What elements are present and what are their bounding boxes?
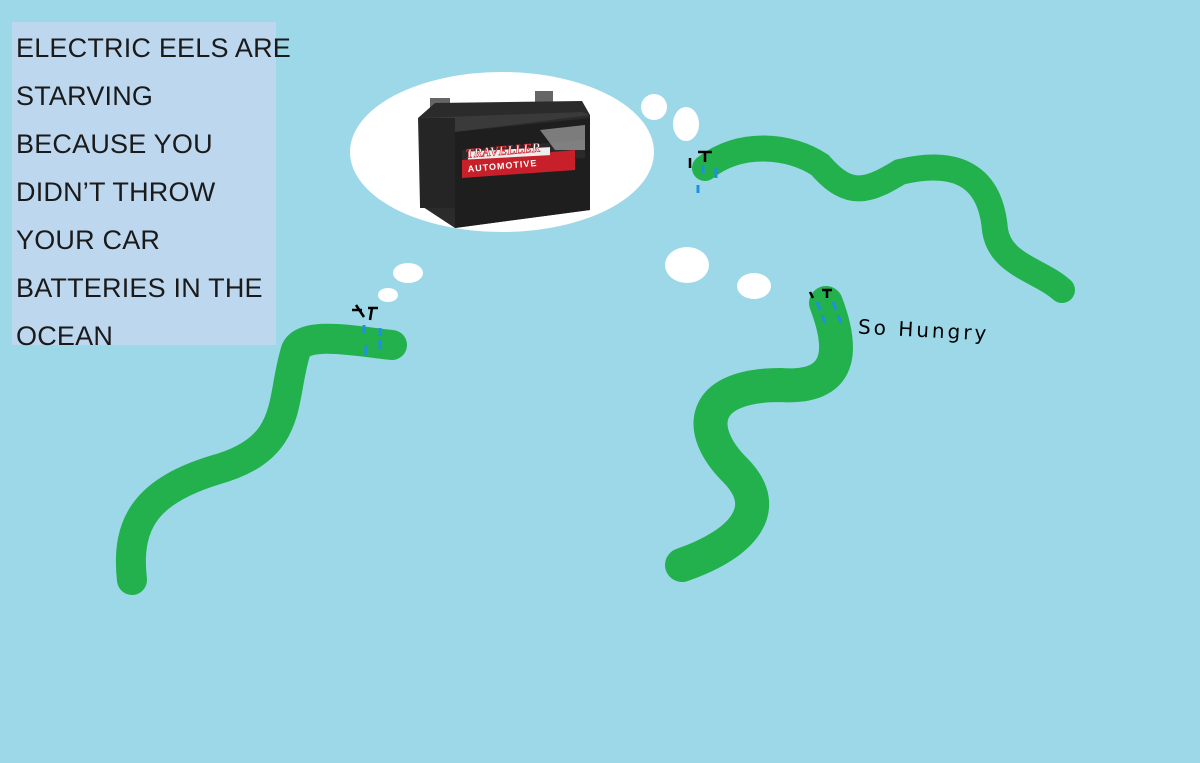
tears-icon <box>815 301 843 324</box>
eel-eyes <box>688 150 712 168</box>
caption-line: DIDN’T THROW <box>16 177 216 207</box>
car-battery-image: TRAVELLER AUTOMOTIVE <box>418 91 590 228</box>
eel-eyes <box>352 304 378 321</box>
tears-icon <box>362 325 382 355</box>
eel-left <box>115 304 407 595</box>
caption-line: ELECTRIC EELS ARE <box>16 33 291 63</box>
caption-line: YOUR CAR <box>16 225 161 255</box>
eel-eyes <box>808 288 832 299</box>
caption-line: BECAUSE YOU <box>16 129 213 159</box>
eel-top-right <box>688 135 1075 303</box>
caption-line: OCEAN <box>16 321 114 351</box>
eel-bottom-right <box>665 286 854 582</box>
caption-box: ELECTRIC EELS ARE STARVING BECAUSE YOU D… <box>12 22 291 351</box>
tears-icon <box>696 165 718 193</box>
caption-line: BATTERIES IN THE <box>16 273 263 303</box>
caption-line: STARVING <box>16 81 154 111</box>
battery-brand-logo: TRAVELLER <box>465 139 541 160</box>
